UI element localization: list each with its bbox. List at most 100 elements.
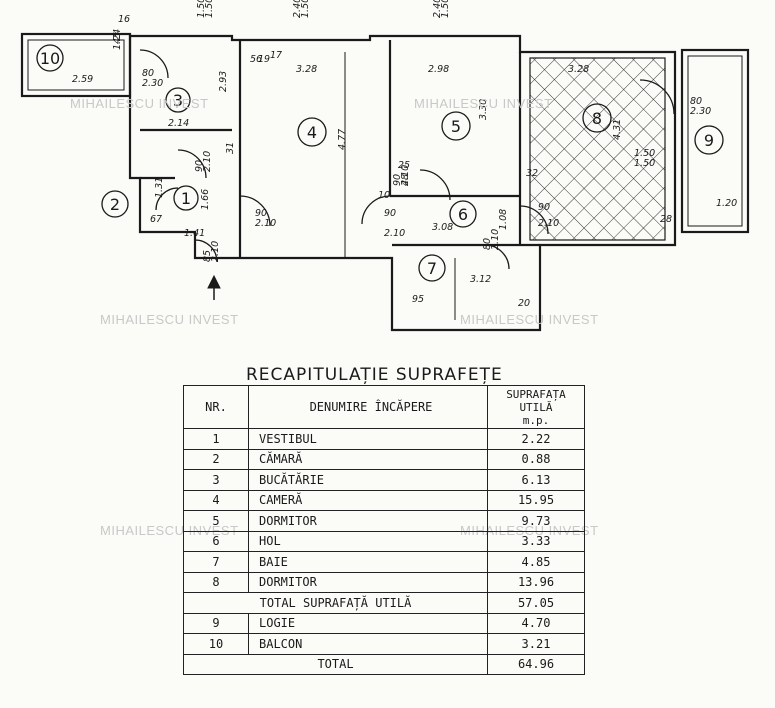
dimension-label: 1.41	[184, 228, 205, 239]
row-area: 0.88	[487, 448, 585, 470]
entrance-arrow-icon	[207, 274, 221, 300]
watermark: MIHAILESCU INVEST	[460, 312, 599, 327]
dimension-label: 2.30	[690, 106, 711, 117]
dimension-label: 1.24	[112, 29, 123, 50]
dimension-label: 16	[118, 14, 130, 25]
row-area: 3.33	[487, 530, 585, 552]
table-row: 5 DORMITOR 9.73	[183, 510, 585, 532]
dimension-label: 2.10	[400, 165, 411, 186]
row-area: 3.21	[487, 633, 585, 655]
total-util-row: TOTAL SUPRAFAȚĂ UTILĂ 57.05	[183, 592, 585, 614]
dimension-label: 90	[384, 208, 396, 219]
dimension-label: 67	[150, 214, 162, 225]
table-row: 7 BAIE 4.85	[183, 551, 585, 573]
row-nr: 3	[183, 469, 249, 491]
row-area: 4.70	[487, 612, 585, 634]
header-area-unit: m.p.	[522, 413, 550, 427]
dimension-label: 3.12	[470, 274, 491, 285]
dimension-label: 2.30	[142, 78, 163, 89]
room-8-hatch	[529, 57, 666, 241]
row-nr: 9	[183, 612, 249, 634]
dimension-label: 4.31	[612, 119, 623, 140]
row-name: DORMITOR	[248, 510, 488, 532]
room-number-6: 6	[458, 205, 468, 224]
row-name: BAIE	[248, 551, 488, 573]
dimension-label: 1.08	[498, 209, 509, 230]
dimension-label: 4.77	[337, 129, 348, 150]
table-row: 2 CĂMARĂ 0.88	[183, 448, 585, 470]
row-name: LOGIE	[248, 612, 488, 634]
watermark: MIHAILESCU INVEST	[414, 96, 553, 111]
row-name: BALCON	[248, 633, 488, 655]
dimension-label: 80	[142, 68, 154, 79]
header-area: SUPRAFAȚA UTILĂ m.p.	[487, 385, 585, 429]
total-row: TOTAL 64.96	[183, 653, 585, 675]
dimension-label: 90	[538, 202, 550, 213]
dimension-label: 95	[412, 294, 424, 305]
dimension-label: 19	[258, 54, 270, 65]
header-name: DENUMIRE ÎNCĂPERE	[248, 385, 488, 429]
row-name: BUCĂTĂRIE	[248, 469, 488, 491]
header-nr: NR.	[183, 385, 249, 429]
row-name: HOL	[248, 530, 488, 552]
dimension-label: 1.50	[300, 0, 311, 18]
dimension-label: 3.30	[478, 99, 489, 120]
dimension-label: 31	[225, 142, 236, 154]
dimension-label: 90	[392, 174, 403, 186]
dimension-label: 1.50	[204, 0, 215, 18]
dimension-label: 3.28	[568, 64, 589, 75]
row-nr: 7	[183, 551, 249, 573]
dimension-label: 2.10	[538, 218, 559, 229]
table-row: 9 LOGIE 4.70	[183, 612, 585, 634]
watermark: MIHAILESCU INVEST	[70, 96, 209, 111]
dimension-label: 1.66	[200, 189, 211, 210]
total-util-label: TOTAL SUPRAFAȚĂ UTILĂ	[183, 592, 488, 614]
row-name: DORMITOR	[248, 571, 488, 593]
dimension-label: 1.50	[196, 0, 207, 18]
total-area: 64.96	[487, 653, 585, 675]
dimension-label: 2.98	[428, 64, 449, 75]
dimension-label: 48	[400, 174, 411, 186]
dimension-label: 80	[690, 96, 702, 107]
dimension-label: 90	[194, 160, 205, 172]
dimension-label: 45	[112, 32, 123, 44]
room-9-outline	[680, 48, 750, 234]
room-number-1: 1	[181, 189, 191, 208]
row-area: 9.73	[487, 510, 585, 532]
dimension-label: 2.10	[210, 241, 221, 262]
row-nr: 5	[183, 510, 249, 532]
dimension-label: 2.10	[384, 228, 405, 239]
dimension-label: 1.31	[154, 177, 165, 198]
table-header-row: NR. DENUMIRE ÎNCĂPERE SUPRAFAȚA UTILĂ m.…	[183, 385, 585, 429]
dimension-label: 3.28	[296, 64, 317, 75]
row-area: 4.85	[487, 551, 585, 573]
dimension-label: 2.10	[202, 151, 213, 172]
row-name: CĂMARĂ	[248, 448, 488, 470]
dimension-label: 2.10	[255, 218, 276, 229]
dimension-label: 2.93	[218, 71, 229, 92]
dimension-label: 2.40	[292, 0, 303, 18]
row-name: CAMERĂ	[248, 489, 488, 511]
dimension-label: 85	[202, 250, 213, 262]
recap-table: NR. DENUMIRE ÎNCĂPERE SUPRAFAȚA UTILĂ m.…	[183, 385, 585, 675]
table-row: 10 BALCON 3.21	[183, 633, 585, 655]
dimension-label: 1.50	[634, 148, 655, 159]
dimension-label: 1.50	[440, 0, 451, 18]
dimension-label: 1.20	[716, 198, 737, 209]
dimension-label: 2.59	[72, 74, 93, 85]
dimension-label: 32	[526, 168, 538, 179]
dimension-label: 90	[255, 208, 267, 219]
dimension-label: 28	[660, 214, 672, 225]
dimension-label: 80	[482, 238, 493, 250]
room-number-10: 10	[40, 49, 60, 68]
total-label: TOTAL	[183, 653, 488, 675]
dimension-label: 2.14	[168, 118, 189, 129]
room-number-4: 4	[307, 123, 317, 142]
row-name: VESTIBUL	[248, 428, 488, 450]
dimension-label: 10	[378, 190, 390, 201]
table-row: 4 CAMERĂ 15.95	[183, 489, 585, 511]
room-number-2: 2	[110, 195, 120, 214]
table-row: 8 DORMITOR 13.96	[183, 571, 585, 593]
header-area-label: SUPRAFAȚA UTILĂ	[506, 387, 566, 414]
row-nr: 4	[183, 489, 249, 511]
